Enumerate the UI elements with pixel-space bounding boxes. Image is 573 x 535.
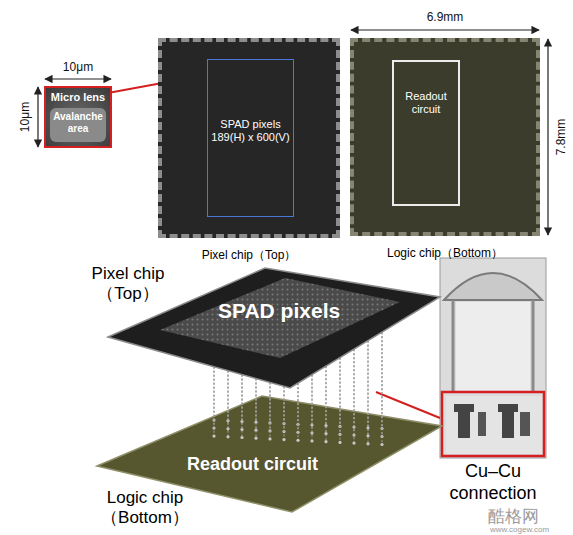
pixel-region [160, 278, 400, 358]
region-label: Readout circuit [394, 90, 458, 116]
inset-box: Micro lensAvalanche area [44, 86, 112, 148]
region-label: Readout circuit [187, 454, 337, 476]
chip-3d: Pixel chip （Top）SPAD pixels [100, 262, 445, 392]
watermark: 酷格网 [488, 507, 539, 527]
chip-box: Pixel chip（Top）SPAD pixels 189(H) x 600(… [158, 38, 340, 238]
interconnect-line [270, 378, 271, 439]
chip-caption: Pixel chip（Top） [148, 248, 350, 262]
leader-line [376, 392, 440, 418]
interconnect-line [298, 379, 299, 440]
highlight-box [442, 392, 544, 456]
chip-3d: Readout circuitLogic chip （Bottom） [92, 392, 442, 517]
interconnect-line [242, 371, 243, 438]
dimension-label: 10μm [61, 60, 95, 74]
cu-pad [478, 412, 486, 436]
interconnect-dot [254, 437, 257, 440]
interconnect-line [228, 367, 229, 437]
interconnect-line [354, 345, 355, 443]
cu-pad [498, 404, 518, 412]
chip-caption: Logic chip （Bottom） [90, 488, 200, 529]
pixel-well [456, 302, 530, 392]
cross-section-photo [440, 258, 546, 458]
interconnect-line [256, 374, 257, 438]
watermark: www.cogew.com [490, 525, 549, 535]
interconnect-dot [268, 437, 271, 440]
pixel-array-box: SPAD pixels 189(H) x 600(V) [207, 59, 294, 217]
interconnect-line [284, 382, 285, 439]
interconnect-line [382, 328, 383, 444]
pixel-wall [452, 300, 455, 392]
cross-section-inset: Cu–Cu connection [440, 258, 546, 458]
interconnect-dot [352, 442, 355, 445]
cu-pad [454, 404, 474, 412]
interconnect-dot [296, 439, 299, 442]
dimension-arrow [351, 29, 539, 30]
pixel-wall [532, 300, 535, 392]
interconnect-dot [240, 436, 243, 439]
chip-box: Logic chip（Bottom）Readout circuit [350, 38, 540, 236]
region-label: SPAD pixels 189(H) x 600(V) [209, 118, 292, 144]
cu-pad [502, 408, 514, 438]
cu-pad [458, 408, 470, 438]
interconnect-line [326, 362, 327, 442]
dimension-label: 6.9mm [425, 10, 466, 24]
micro-lens-dome [444, 273, 542, 300]
part-label: Avalanche area [50, 111, 106, 135]
dimension-label: 7.8mm [554, 117, 568, 158]
cu-pad [520, 412, 530, 436]
interconnect-dot [380, 443, 383, 446]
interconnect-dot [324, 440, 327, 443]
interconnect-line [340, 354, 341, 443]
interconnect-line [312, 371, 313, 441]
chip-caption: Logic chip（Bottom） [340, 246, 550, 260]
interconnect-dot [226, 435, 229, 438]
interconnect-line [214, 363, 215, 436]
bond-layer [446, 396, 542, 454]
part-label: Micro lens [46, 91, 110, 104]
dimension-label: 10μm [18, 100, 32, 134]
dimension-arrow [37, 87, 38, 147]
interconnect-dot [282, 438, 285, 441]
dimension-arrow [45, 78, 111, 79]
region-label: SPAD pixels [218, 298, 368, 323]
interconnect-dot [212, 435, 215, 438]
interconnect-line [298, 379, 299, 424]
pixel-grid [160, 278, 400, 358]
readout-box: Readout circuit [392, 60, 460, 206]
interconnect-line [368, 337, 369, 444]
interconnect-dot [366, 442, 369, 445]
dimension-arrow [547, 39, 548, 235]
interconnect-dot [310, 439, 313, 442]
interconnect-dot [338, 441, 341, 444]
avalanche-area: Avalanche area [50, 108, 106, 142]
inset-caption: Cu–Cu connection [426, 461, 560, 504]
chip-caption: Pixel chip （Top） [78, 264, 178, 305]
